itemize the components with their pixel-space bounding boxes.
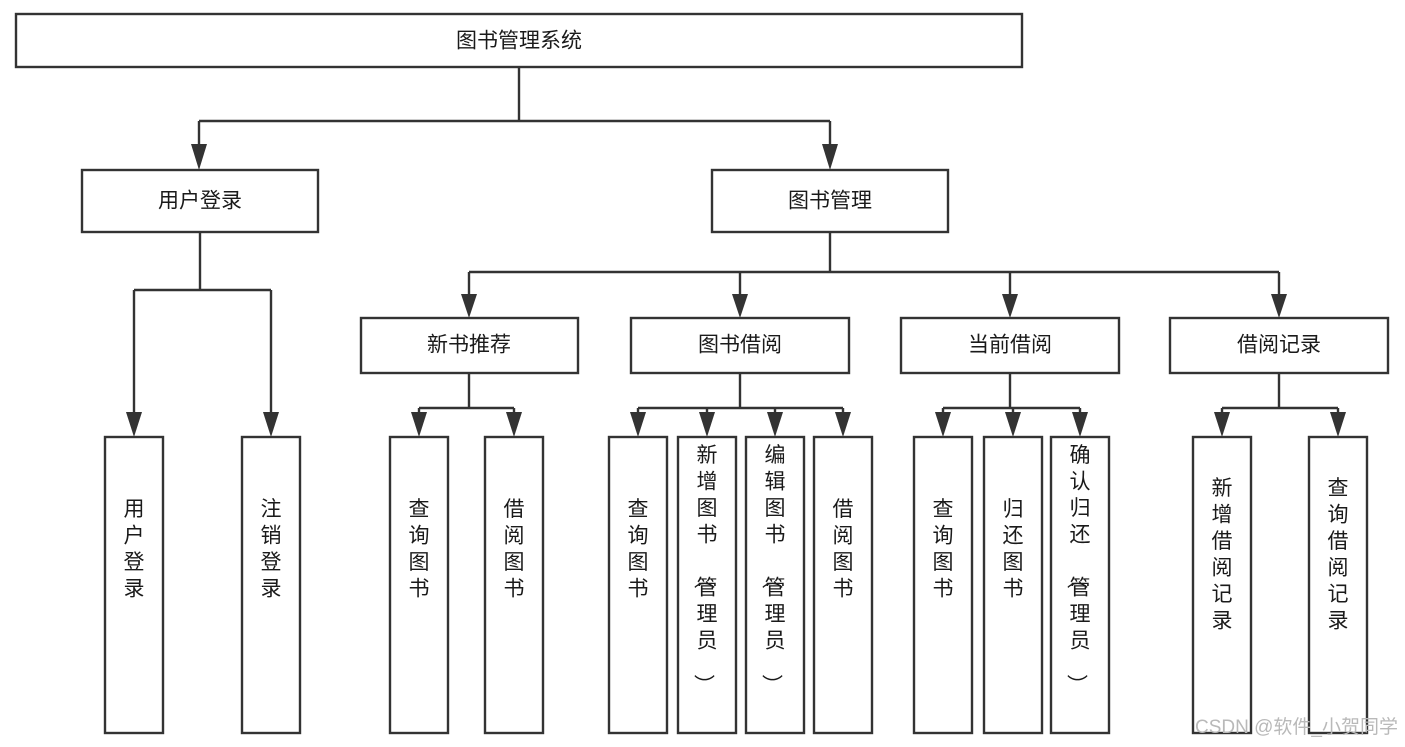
arrow-head-borrowrecord-1 [1330,412,1346,437]
level3-label-1: 图书借阅 [698,334,782,357]
leaf-box-borrow-record-0[interactable] [1191,435,1253,735]
leaf-box-book-borrow-0[interactable] [607,435,669,735]
arrow-head-root-2 [822,144,838,170]
leaf-label-current-borrow-2: 确认归还（管理员） [1065,444,1091,695]
leaf-current-borrow-0[interactable]: 查询图书 [912,435,974,735]
leaf-user-login-1[interactable]: 注销登录 [240,435,302,735]
leaf-box-current-borrow-0[interactable] [912,435,974,735]
arrow-head-currentborrow-0 [935,412,951,437]
leaf-box-borrow-record-1[interactable] [1307,435,1369,735]
level3-label-0: 新书推荐 [427,334,511,357]
level2-box-1[interactable] [710,168,950,234]
arrow-head-bookborrow-3 [835,412,851,437]
node-root[interactable]: 图书管理系统 [14,12,1024,69]
leaf-label-new-book-1: 借阅图书 [504,498,525,601]
arrow-head-bookborrow-1 [699,412,715,437]
leaf-box-current-borrow-2[interactable] [1049,435,1111,735]
level2-label-1: 图书管理 [788,190,872,213]
node-new-book-recommend[interactable]: 新书推荐 [359,316,580,375]
leaf-borrow-record-1[interactable]: 查询借阅记录 [1307,435,1369,735]
level3-box-2[interactable] [899,316,1121,375]
arrow-head-userlogin-1 [263,412,279,437]
leaf-book-borrow-3[interactable]: 借阅图书 [812,435,874,735]
leaf-borrow-record-0[interactable]: 新增借阅记录 [1191,435,1253,735]
level3-box-3[interactable] [1168,316,1390,375]
leaf-label-current-borrow-1: 归还图书 [1003,498,1024,601]
leaf-book-borrow-0[interactable]: 查询图书 [607,435,669,735]
leaf-box-new-book-1[interactable] [483,435,545,735]
leaf-new-book-recommend-1[interactable]: 借阅图书 [483,435,545,735]
leaf-label-book-borrow-0: 查询图书 [628,498,649,601]
leaf-user-login-0[interactable]: 用户登录 [103,435,165,735]
level3-label-3: 借阅记录 [1237,334,1321,357]
leaf-label-current-borrow-0: 查询图书 [933,498,954,601]
node-user-login[interactable]: 用户登录 [80,168,320,234]
arrow-head-root-1 [191,144,207,170]
level3-box-1[interactable] [629,316,851,375]
leaf-box-user-login-1[interactable] [240,435,302,735]
leaf-label-borrow-record-1: 查询借阅记录 [1328,477,1349,633]
arrow-head-bookmgmt-0 [461,294,477,318]
level3-box-0[interactable] [359,316,580,375]
arrow-head-newbook-1 [506,412,522,437]
leaf-current-borrow-2[interactable]: 确认归还（管理员） [1049,435,1111,735]
watermark-label: CSDN @软件_小贺同学 [1195,716,1398,738]
root-label: 图书管理系统 [456,30,582,53]
leaf-box-user-login-0[interactable] [103,435,165,735]
arrow-head-bookmgmt-2 [1002,294,1018,318]
arrow-head-newbook-0 [411,412,427,437]
leaf-label-user-login-0: 用户登录 [124,498,145,601]
leaf-label-borrow-record-0: 新增借阅记录 [1212,477,1233,633]
arrow-head-bookmgmt-1 [732,294,748,318]
leaf-current-borrow-1[interactable]: 归还图书 [982,435,1044,735]
leaf-label-new-book-0: 查询图书 [409,498,430,601]
leaf-box-book-borrow-2[interactable] [744,435,806,735]
arrow-head-bookborrow-2 [767,412,783,437]
leaf-box-new-book-0[interactable] [388,435,450,735]
arrow-head-borrowrecord-0 [1214,412,1230,437]
node-book-borrow[interactable]: 图书借阅 [629,316,851,375]
leaf-box-book-borrow-3[interactable] [812,435,874,735]
arrow-head-userlogin-0 [126,412,142,437]
leaf-book-borrow-1[interactable]: 新增图书（管理员） [676,435,738,735]
arrow-head-currentborrow-2 [1072,412,1088,437]
leaf-box-current-borrow-1[interactable] [982,435,1044,735]
leaf-label-user-login-1: 注销登录 [261,498,282,601]
arrow-head-bookborrow-0 [630,412,646,437]
level2-label-0: 用户登录 [158,190,242,213]
leaf-label-book-borrow-1: 新增图书（管理员） [692,444,718,695]
node-current-borrow[interactable]: 当前借阅 [899,316,1121,375]
leaf-label-book-borrow-3: 借阅图书 [833,498,854,601]
leaf-new-book-recommend-0[interactable]: 查询图书 [388,435,450,735]
leaf-label-book-borrow-2: 编辑图书（管理员） [760,444,786,695]
leaf-book-borrow-2[interactable]: 编辑图书（管理员） [744,435,806,735]
node-book-management[interactable]: 图书管理 [710,168,950,234]
arrow-head-currentborrow-1 [1005,412,1021,437]
node-borrow-record[interactable]: 借阅记录 [1168,316,1390,375]
arrow-head-bookmgmt-3 [1271,294,1287,318]
leaf-box-book-borrow-1[interactable] [676,435,738,735]
root-box[interactable] [14,12,1024,69]
level3-label-2: 当前借阅 [968,334,1052,357]
